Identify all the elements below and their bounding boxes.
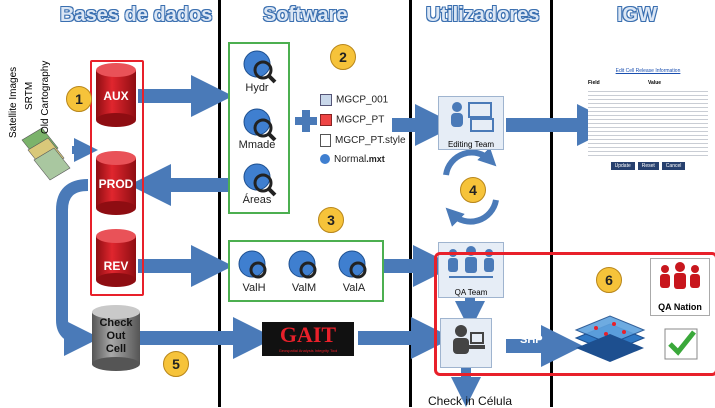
igw-form-header: Field Value (588, 80, 708, 86)
step-badge-3: 3 (318, 207, 344, 233)
igw-col-field: Field (588, 80, 600, 86)
file-mgcp-pt: MGCP_PT (320, 114, 384, 126)
globe-icon (320, 154, 330, 165)
check-out-line-2: Out (106, 330, 126, 342)
prod-label: PROD (98, 177, 134, 191)
valm-globe-icon (288, 250, 317, 279)
prod-cylinder (96, 151, 136, 215)
gait-logo: GAIT Geospatial Analysis Integrity Tool (262, 322, 354, 356)
check-out-line-3: Cell (105, 343, 127, 355)
igw-form-buttons: Update Reset Cancel (588, 162, 708, 170)
file-normal-mxt: Normal.mxt (320, 154, 385, 165)
step-badge-1: 1 (66, 86, 92, 112)
file-mgcp-pt-style: MGCP_PT.style (320, 134, 406, 147)
gait-title: GAIT (279, 322, 337, 347)
igw-reset-button[interactable]: Reset (637, 162, 659, 170)
cycle-arrow-bottom (445, 199, 499, 227)
database-cylinders (96, 63, 136, 287)
plus-icon (295, 110, 317, 132)
user-at-desk-icon (453, 325, 485, 354)
tool-hydr-label: Hydr (245, 82, 269, 94)
check-in-label: Check in Célula (428, 394, 513, 408)
check-mark-icon (664, 328, 698, 360)
source-srtm: SRTM (24, 81, 35, 110)
gait-subtitle: Geospatial Analysis Integrity Tool (278, 348, 338, 353)
validation-tool-icons (238, 250, 367, 279)
rev-cylinder (96, 229, 136, 287)
editing-team-card: Editing Team (438, 96, 504, 150)
step-badge-5: 5 (163, 351, 189, 377)
qa-team-card: QA Team (438, 242, 504, 298)
separator-1 (218, 0, 221, 407)
header-utilizadores: Utilizadores (426, 4, 540, 26)
tool-mmade-label: Mmade (238, 139, 276, 151)
layer-file-icon (320, 94, 332, 106)
qa-region-spacer (437, 255, 637, 307)
satellite-images-icon (21, 127, 71, 181)
tool-vala-label: ValA (342, 282, 366, 294)
step-badge-2: 2 (330, 44, 356, 70)
separator-2 (409, 0, 412, 407)
igw-form-fields (588, 88, 708, 158)
editing-team-icon (451, 102, 494, 132)
vala-globe-icon (338, 250, 367, 279)
igw-form: Edit Cell Release Information Field Valu… (588, 68, 708, 188)
databases-box (90, 60, 144, 296)
step-badge-4: 4 (460, 177, 486, 203)
document-icon (320, 134, 331, 147)
igw-form-rows (588, 88, 708, 158)
qa-nation-label: QA Nation (658, 302, 702, 312)
mmade-globe-icon (243, 108, 277, 142)
igw-cancel-button[interactable]: Cancel (661, 162, 686, 170)
check-out-line-1: Check (99, 317, 133, 329)
feature-file-icon (320, 114, 332, 126)
qa-team-icon (448, 246, 494, 278)
igw-form-title: Edit Cell Release Information (615, 68, 681, 74)
hydr-globe-icon (243, 50, 277, 84)
cycle-arrow-top (443, 147, 497, 176)
check-out-label: Check Out Cell (92, 317, 140, 356)
tool-areas-label: Áreas (242, 194, 272, 206)
valh-globe-icon (238, 250, 267, 279)
aux-cylinder (96, 63, 136, 127)
arrow-prod-checkout (56, 179, 100, 356)
qa-nation-icon (660, 262, 700, 289)
tool-valh-label: ValH (242, 282, 266, 294)
igw-update-button[interactable]: Update (610, 162, 635, 170)
editing-team-label: Editing Team (447, 140, 495, 149)
source-satellite: Satellite Images (8, 66, 19, 138)
source-old-cartography: Old Cartography (40, 60, 51, 134)
areas-globe-icon (243, 163, 277, 197)
shp-label: SHP (520, 334, 543, 346)
editing-tool-icons (243, 50, 277, 197)
rev-label: REV (103, 259, 129, 273)
qa-team-label: QA Team (454, 288, 488, 297)
separator-3 (550, 0, 553, 407)
aux-label: AUX (103, 89, 129, 103)
header-bases: Bases de dados (60, 4, 213, 26)
header-software: Software (263, 4, 348, 26)
map-layers-icon (574, 315, 646, 362)
check-out-cylinder (92, 305, 140, 371)
header-igw: IGW (617, 4, 657, 26)
tool-valm-label: ValM (291, 282, 317, 294)
qa-region-box (434, 252, 715, 376)
qa-nation-card: QA Nation (650, 258, 710, 316)
step-badge-6: 6 (596, 267, 622, 293)
igw-col-value: Value (648, 80, 662, 86)
operator-card (440, 318, 492, 368)
file-mgcp-001: MGCP_001 (320, 94, 388, 106)
